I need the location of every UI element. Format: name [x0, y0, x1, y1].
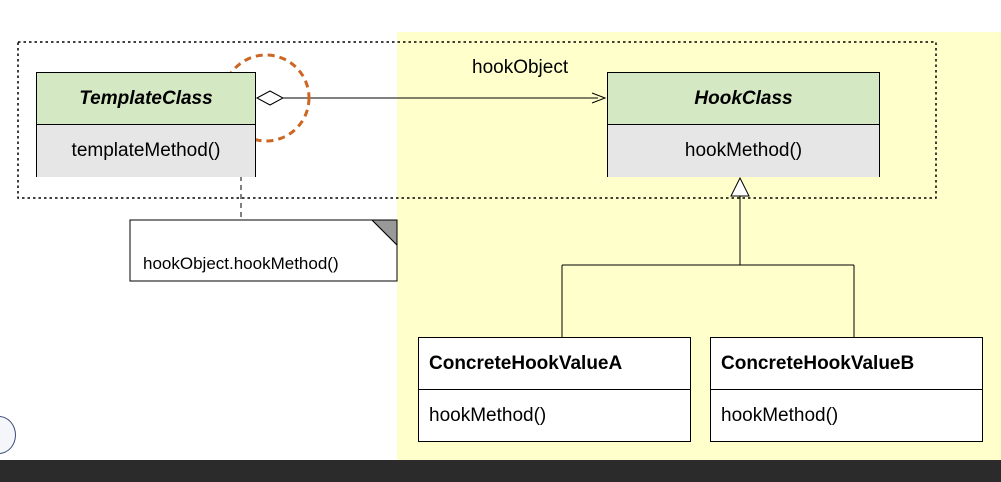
note-shape	[129, 219, 398, 282]
aggregation-diamond	[255, 90, 285, 106]
class-template[interactable]: TemplateClass templateMethod()	[36, 72, 256, 177]
association-label: hookObject	[472, 57, 569, 78]
note-text: hookObject.hookMethod()	[143, 254, 339, 273]
class-name: HookClass	[608, 73, 879, 125]
note-fold	[370, 219, 398, 247]
class-method: hookMethod()	[608, 125, 879, 177]
class-method: hookMethod()	[721, 405, 839, 426]
class-hook[interactable]: HookClass hookMethod()	[607, 72, 880, 177]
bottom-bar	[0, 460, 1001, 482]
dotted-boundary	[17, 41, 937, 199]
class-method: hookMethod()	[429, 405, 547, 426]
class-name: ConcreteHookValueB	[711, 338, 982, 390]
inheritance-triangle	[730, 176, 750, 197]
class-name: ConcreteHookValueA	[419, 338, 690, 390]
class-name: TemplateClass	[37, 73, 255, 125]
class-concrete-a[interactable]: ConcreteHookValueA hookMethod()	[418, 337, 691, 442]
note: hookObject.hookMethod()	[130, 220, 397, 281]
class-method: templateMethod()	[37, 125, 255, 177]
association-arrowhead	[591, 92, 607, 104]
class-concrete-b[interactable]: ConcreteHookValueB hookMethod()	[710, 337, 983, 442]
